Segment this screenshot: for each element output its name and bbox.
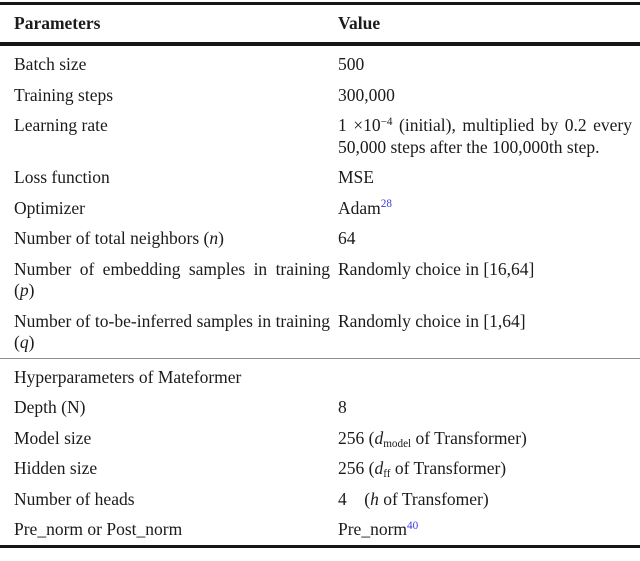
text-segment: 8 <box>338 397 347 417</box>
value-cell <box>338 357 640 392</box>
table-row: Hidden size 256 (dff of Transformer) <box>0 453 640 484</box>
text-segment: Pre_norm or Post_norm <box>14 519 183 539</box>
text-segment: Randomly choice in [16,64] <box>338 258 535 279</box>
text-segment: Batch size <box>14 54 87 74</box>
text-segment: ) <box>28 332 35 352</box>
value-cell: 256 (dmodel of Transformer) <box>338 423 640 454</box>
param-cell: Number of total neighbors (n) <box>0 223 338 254</box>
value-cell: 64 <box>338 223 640 254</box>
text-segment: 300,000 <box>338 84 395 105</box>
table-row: Number of total neighbors (n)64 <box>0 223 640 254</box>
table-row: Loss function MSE <box>0 162 640 193</box>
value-cell: Pre_norm40 <box>338 514 640 546</box>
text-segment: −4 <box>380 115 393 128</box>
param-cell: Depth (N) <box>0 392 338 423</box>
param-cell: Number of to-be-inferred samples in trai… <box>0 306 338 359</box>
text-segment: ) <box>218 228 224 248</box>
table-row: Learning rate 1 ×10−4 (initial), multipli… <box>0 110 640 162</box>
text-segment: Optimizer <box>14 197 85 218</box>
column-header-parameters: Parameters <box>0 3 338 46</box>
param-cell: Hidden size <box>0 453 338 484</box>
text-segment: ) <box>28 280 35 300</box>
column-header-value: Value <box>338 3 640 46</box>
table-row: Model size 256 (dmodel of Transformer) <box>0 423 640 454</box>
text-segment: Number of heads <box>14 488 135 509</box>
table-row: Training steps 300,000 <box>0 80 640 111</box>
text-segment: 500 <box>338 54 365 74</box>
text-segment: of Transfomer) <box>378 488 489 509</box>
value-cell: Randomly choice in [1,64] <box>338 306 640 359</box>
text-segment: 256 ( <box>338 427 375 448</box>
value-cell: 300,000 <box>338 80 640 111</box>
text-segment: of Transformer) <box>411 427 527 448</box>
table-row: Optimizer Adam28 <box>0 193 640 224</box>
table-row: Pre_norm or Post_norm Pre_norm40 <box>0 514 640 546</box>
param-cell: Learning rate <box>0 110 338 162</box>
text-segment: Randomly choice in [1,64] <box>338 310 526 331</box>
param-cell: Model size <box>0 423 338 454</box>
citation-link[interactable]: 40 <box>407 519 419 532</box>
param-cell: Pre_norm or Post_norm <box>0 514 338 546</box>
value-cell: Randomly choice in [16,64] <box>338 254 640 306</box>
table-row: Batch size 500 <box>0 44 640 80</box>
table-row: Number of to-be-inferred samples in trai… <box>0 306 640 359</box>
value-cell: 4 (h of Transfomer) <box>338 484 640 515</box>
param-cell: Optimizer <box>0 193 338 224</box>
param-cell: Training steps <box>0 80 338 111</box>
text-segment: Training steps <box>14 84 114 105</box>
text-segment: Adam <box>338 197 381 218</box>
value-cell: 256 (dff of Transformer) <box>338 453 640 484</box>
value-cell: Adam28 <box>338 193 640 224</box>
text-segment: Number of to-be-inferred samples in trai… <box>14 310 330 353</box>
param-cell: Number of heads <box>0 484 338 515</box>
param-cell: Hyperparameters of Mateformer <box>0 357 338 392</box>
text-segment: (initial), multiplied by 0.2 every 50,00… <box>338 115 632 157</box>
text-segment: Model size <box>14 427 92 448</box>
text-segment: p <box>19 280 29 300</box>
text-segment: MSE <box>338 167 374 187</box>
text-segment: Depth (N) <box>14 397 86 417</box>
value-cell: 500 <box>338 44 640 80</box>
text-segment: 1 ×10 <box>338 115 381 135</box>
text-segment: d <box>374 458 384 478</box>
citation-link[interactable]: 28 <box>380 198 392 211</box>
table-row: Number of heads 4 (h of Transfomer) <box>0 484 640 515</box>
table-row: Number of embedding samples in training … <box>0 254 640 306</box>
text-segment: h <box>370 488 379 509</box>
text-segment: d <box>374 427 384 448</box>
param-cell: Loss function <box>0 162 338 193</box>
text-segment: model <box>383 437 412 450</box>
text-segment: ff <box>383 468 391 481</box>
text-segment: 4 ( <box>338 488 371 509</box>
header-row: Parameters Value <box>0 3 640 46</box>
text-segment: 64 <box>338 228 356 248</box>
text-segment: Hidden size <box>14 458 98 478</box>
text-segment: 256 ( <box>338 458 375 478</box>
table-row: Depth (N) 8 <box>0 392 640 423</box>
value-cell: 1 ×10−4 (initial), multiplied by 0.2 eve… <box>338 110 640 162</box>
text-segment: Number of embedding samples in training … <box>14 258 330 301</box>
value-cell: 8 <box>338 392 640 423</box>
text-segment: of Transformer) <box>390 458 507 478</box>
value-cell: MSE <box>338 162 640 193</box>
param-cell: Batch size <box>0 44 338 80</box>
text-segment: Pre_norm <box>338 519 408 539</box>
section-header-row: Hyperparameters of Mateformer <box>0 357 640 392</box>
param-cell: Number of embedding samples in training … <box>0 254 338 306</box>
text-segment: Learning rate <box>14 115 108 135</box>
text-segment: n <box>209 228 219 248</box>
text-segment: Loss function <box>14 167 110 187</box>
table-header: Parameters Value <box>0 3 640 46</box>
text-segment: Hyperparameters of Mateformer <box>14 366 242 387</box>
text-segment: q <box>19 332 29 352</box>
text-segment: Number of total neighbors ( <box>14 228 210 248</box>
